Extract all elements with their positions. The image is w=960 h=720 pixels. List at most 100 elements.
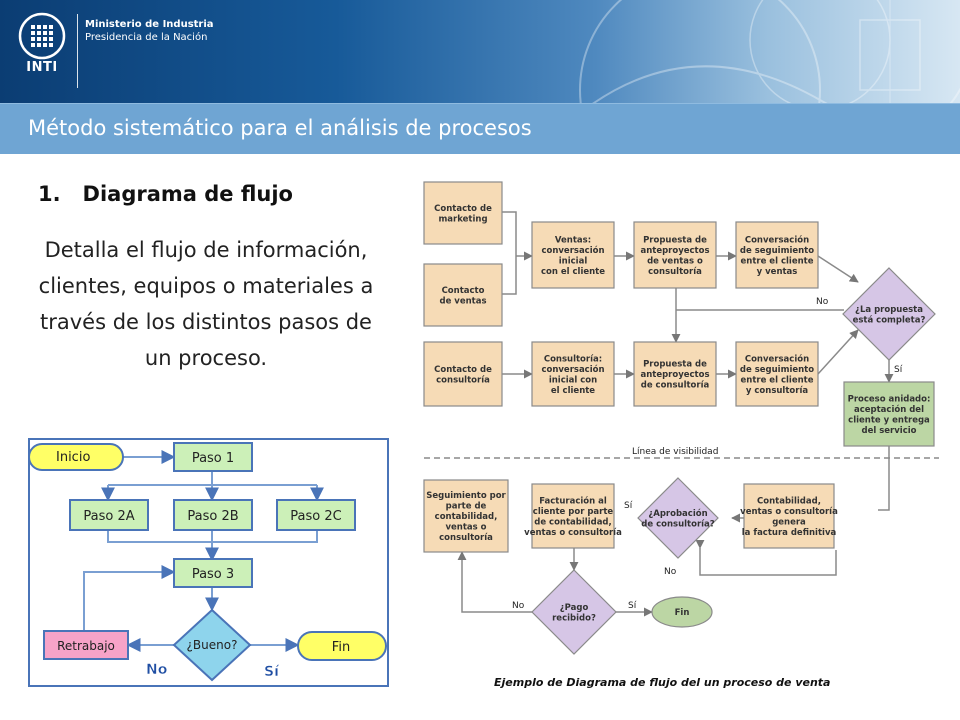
label-line: parte de (446, 502, 487, 512)
banner-decoration (579, 0, 960, 103)
simple-fin: Fin (332, 640, 350, 655)
label-line: Contacto (442, 286, 485, 296)
sales-si-top: Sí (894, 365, 903, 375)
label-line: ¿La propuesta (855, 305, 923, 315)
simple-paso3: Paso 3 (192, 567, 234, 582)
label-line: ventas o consultoría (524, 528, 622, 538)
node-pago (531, 569, 617, 655)
label-line: de seguimiento (740, 246, 814, 256)
label-line: ventas o consultoría (740, 507, 838, 517)
label-line: anteproyectos (640, 246, 709, 256)
label-line: consultoría (436, 375, 490, 385)
label-line: cliente y entrega (848, 415, 930, 425)
simple-paso2a: Paso 2A (83, 509, 134, 524)
node-contabilidad (743, 483, 835, 549)
diagram-caption: Ejemplo de Diagrama de flujo del un proc… (494, 676, 831, 689)
label-line: Ventas: (555, 235, 591, 245)
label-line: conversación (541, 364, 604, 375)
title-bar (0, 103, 960, 154)
label-line: Contacto de (434, 365, 492, 375)
label-line: inicial (559, 256, 588, 266)
simple-si-label: Sí (264, 664, 280, 680)
logo-divider (77, 14, 78, 88)
label-line: del servicio (862, 426, 917, 436)
label-line: y consultoría (746, 386, 808, 396)
node-contacto-consultoria (423, 341, 503, 407)
label-line: Contacto de (434, 204, 492, 214)
section-heading: 1. Diagrama de flujo (38, 182, 293, 206)
label-line: de contabilidad, (534, 517, 612, 527)
node-fin (651, 596, 713, 628)
simple-flowchart: Inicio Paso 1 Paso 2A Paso 2B Paso 2C Pa… (28, 438, 389, 687)
section-title: Diagrama de flujo (82, 182, 293, 206)
label-line: entre el cliente (741, 375, 814, 385)
label-line: genera (772, 517, 806, 527)
label-line: Propuesta de (643, 360, 707, 370)
ministry-line-1: Ministerio de Industria (85, 19, 214, 30)
node-ventas-conv (531, 221, 615, 289)
node-contacto-ventas (423, 263, 503, 327)
label-line: conversación (541, 245, 604, 256)
label-line: de seguimiento (740, 365, 814, 375)
simple-no-label: No (146, 662, 168, 678)
label-line: Conversación (745, 353, 809, 364)
node-propuesta-ventas (633, 221, 717, 289)
label-line: el cliente (551, 386, 595, 396)
label-line: aceptación del (854, 404, 924, 415)
label-line: Fin (675, 608, 690, 618)
label-line: Conversación (745, 234, 809, 245)
logo-text: INTI (26, 60, 58, 75)
label-line: Proceso anidado: (848, 394, 931, 404)
label-line: entre el cliente (741, 256, 814, 266)
label-line: Consultoría: (544, 354, 602, 364)
label-line: Seguimiento por (426, 491, 506, 501)
ministry-line-2: Presidencia de la Nación (85, 32, 208, 43)
sales-no-pago: No (512, 601, 525, 611)
label-line: ¿Pago (560, 603, 589, 613)
label-line: inicial con (549, 375, 597, 385)
label-line: Facturación al (539, 495, 607, 506)
node-consultoria-conv (531, 341, 615, 407)
label-line: de ventas (439, 296, 486, 306)
sales-no-top: No (816, 297, 829, 307)
simple-retrabajo: Retrabajo (57, 639, 115, 653)
inti-logo-icon (18, 12, 66, 60)
node-propuesta-completa (842, 267, 936, 361)
label-fin: Fin (675, 608, 690, 618)
label-line: ¿Aprobación (648, 508, 707, 519)
label-line: consultoría (439, 533, 493, 543)
label-line: de ventas o (647, 256, 703, 266)
node-seguimiento-ventas (735, 221, 819, 289)
label-line: anteproyectos (640, 370, 709, 380)
simple-paso1: Paso 1 (192, 451, 234, 466)
sales-no-aprob: No (664, 567, 677, 577)
simple-paso2c: Paso 2C (290, 509, 341, 524)
label-line: marketing (438, 214, 487, 224)
simple-paso2b: Paso 2B (187, 509, 238, 524)
label-line: y ventas (757, 267, 798, 277)
header-banner: INTI Ministerio de Industria Presidencia… (0, 0, 960, 103)
label-line: consultoría (648, 267, 702, 277)
node-aprobacion (637, 477, 719, 559)
label-line: está completa? (853, 315, 926, 325)
sales-si-aprob: Sí (624, 501, 633, 511)
label-line: ventas o (445, 523, 486, 533)
label-line: con el cliente (541, 267, 605, 277)
label-line: de consultoría (641, 381, 710, 391)
node-proceso-anidado (843, 381, 935, 447)
label-line: cliente por parte (533, 507, 614, 517)
ministry-label: Ministerio de Industria Presidencia de l… (85, 18, 214, 44)
